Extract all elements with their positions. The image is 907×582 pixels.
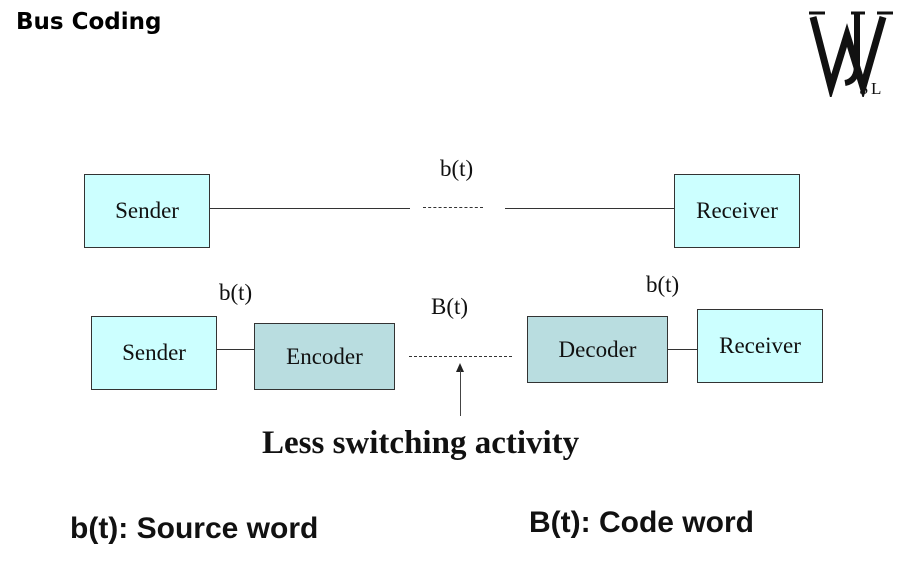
bus-signal-label: B(t) <box>431 294 469 319</box>
decoder-box: Decoder <box>527 316 668 383</box>
top-wire-left <box>210 208 410 209</box>
code-word-legend: B(t): Code word <box>529 506 754 539</box>
decoder-label: Decoder <box>558 336 637 362</box>
decoder-receiver-wire <box>668 349 697 350</box>
top-signal-label: b(t) <box>440 156 474 181</box>
slide-title: Bus Coding <box>16 9 162 35</box>
encoder-label: Encoder <box>286 343 363 369</box>
bottom-receiver-box: Receiver <box>697 309 823 383</box>
encoder-box: Encoder <box>254 323 395 390</box>
left-signal-label: b(t) <box>219 280 253 305</box>
bottom-receiver-label: Receiver <box>719 333 801 358</box>
top-wire-right <box>505 208 674 209</box>
logo-letter-s: S <box>859 79 868 97</box>
top-sender-label: Sender <box>115 198 179 223</box>
bottom-sender-box: Sender <box>91 316 217 390</box>
top-receiver-box: Receiver <box>674 174 800 248</box>
arrow-up-icon <box>456 363 464 372</box>
bottom-sender-label: Sender <box>122 340 186 365</box>
source-word-legend: b(t): Source word <box>70 512 319 545</box>
logo-letter-l: L <box>871 79 881 97</box>
sender-encoder-wire <box>217 349 254 350</box>
wsl-logo: S L <box>809 11 893 97</box>
top-sender-box: Sender <box>84 174 210 248</box>
switching-activity-caption: Less switching activity <box>262 425 580 461</box>
bus-wire-dashed <box>409 356 512 357</box>
top-receiver-label: Receiver <box>696 198 778 223</box>
arrow-shaft <box>460 370 461 416</box>
right-signal-label: b(t) <box>646 272 680 297</box>
top-wire-dashed <box>423 207 483 208</box>
wsl-monogram-logo <box>809 11 893 97</box>
